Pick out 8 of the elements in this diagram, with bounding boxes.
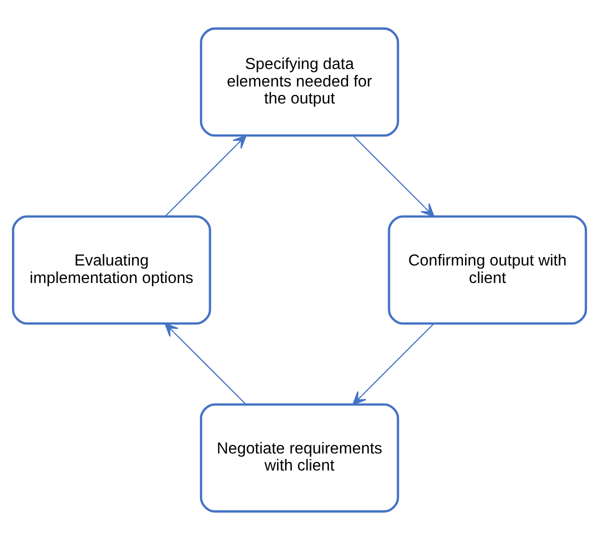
node-box: Specifying data elements needed for the output bbox=[200, 26, 400, 136]
arrow bbox=[164, 322, 246, 404]
arrow bbox=[352, 322, 434, 404]
node-box: Confirming output with client bbox=[388, 214, 588, 324]
arrow bbox=[352, 135, 434, 217]
node-box: Evaluating implementation options bbox=[12, 214, 212, 324]
node-box: Negotiate requirements with client bbox=[200, 402, 400, 512]
arrow bbox=[165, 134, 247, 216]
